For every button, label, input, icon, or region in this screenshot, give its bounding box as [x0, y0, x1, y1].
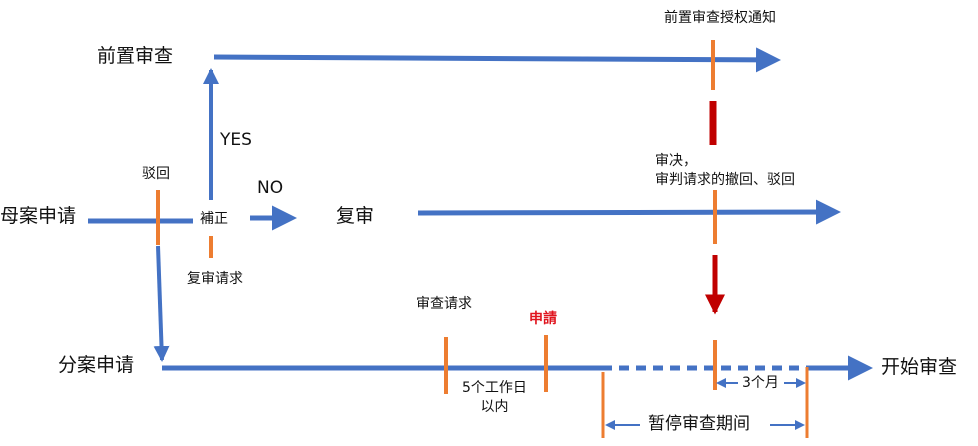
rejection-label: 驳回 — [142, 166, 170, 182]
suspension-period-label: 暂停审查期间 — [648, 414, 750, 434]
pre-review-node: 前置审查 — [97, 45, 174, 67]
exam-request-label: 审查请求 — [416, 296, 472, 312]
decision-label-line1: 审决， — [655, 153, 697, 169]
re-exam-request-label: 复审请求 — [187, 271, 243, 287]
pre-review-notice-label: 前置审查授权通知 — [664, 10, 776, 26]
within-5-days-line2: 以内 — [480, 398, 509, 415]
re-examination-node: 复审 — [336, 205, 375, 227]
divisional-application-node: 分案申请 — [58, 354, 135, 376]
start-examination-node: 开始审查 — [881, 356, 958, 378]
three-months-label: 3个月 — [742, 375, 779, 391]
parent-application-node: 母案申请 — [0, 205, 77, 227]
divisional-down-arrow — [153, 245, 170, 362]
within-5-days-label: 5个工作日 以内 — [462, 379, 527, 417]
no-label: NO — [257, 178, 284, 198]
decision-label-line2: 审判请求的撤回、驳回 — [655, 171, 795, 188]
decision-label: 审决， 审判请求的撤回、驳回 — [655, 152, 795, 190]
pre-review-flow-arrow — [213, 47, 781, 73]
apply-label: 申請 — [529, 311, 557, 327]
amendment-label: 補正 — [200, 211, 228, 227]
re-examination-flow-arrow — [417, 199, 841, 225]
within-5-days-line1: 5个工作日 — [462, 380, 527, 396]
yes-label: YES — [220, 130, 252, 150]
